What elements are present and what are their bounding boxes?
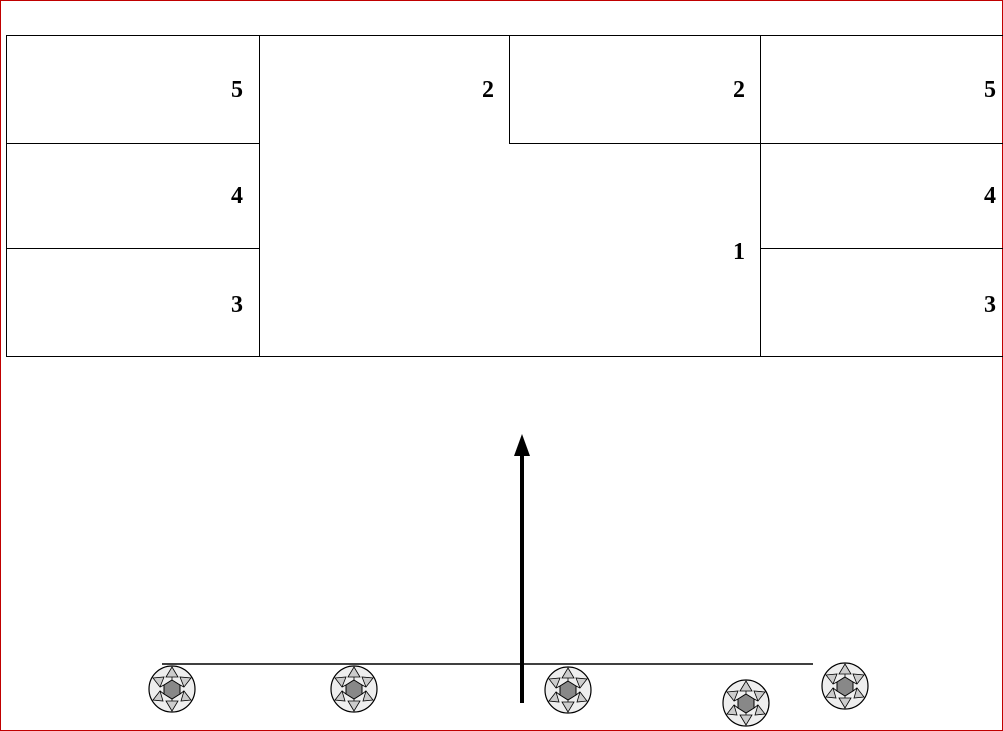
- ball-icon: [723, 680, 769, 726]
- ball-icon: [822, 663, 868, 709]
- ball-icon: [545, 667, 591, 713]
- ball-icon: [149, 666, 195, 712]
- ball-icon: [331, 666, 377, 712]
- arrow-head: [514, 434, 530, 456]
